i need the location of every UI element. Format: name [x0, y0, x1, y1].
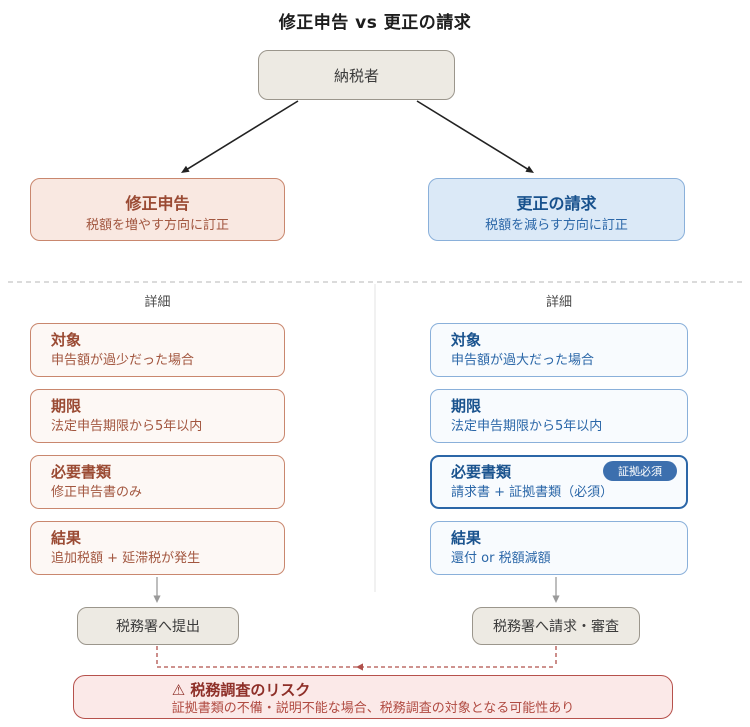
left-submit-label: 税務署へ提出	[116, 619, 200, 635]
arrowhead-left	[181, 165, 190, 173]
left-card-target-body: 申告額が過少だった場合	[51, 353, 195, 368]
arrow-taxpayer-right	[416, 100, 532, 172]
audit-risk-body: 証拠書類の不備・説明不能な場合、税務調査の対象となる可能性あり	[171, 701, 575, 716]
left-card-deadline: 期限 法定申告期限から5年以内	[30, 389, 285, 443]
right-submit-node: 税務署へ請求・審査	[472, 607, 640, 645]
risk-dash-arrowhead	[356, 663, 363, 671]
right-card-target: 対象 申告額が過大だった場合	[430, 323, 688, 377]
page-title: 修正申告 vs 更正の請求	[278, 13, 472, 33]
right-submit-label: 税務署へ請求・審査	[493, 619, 619, 635]
left-card-target: 対象 申告額が過少だった場合	[30, 323, 285, 377]
amended-return-subtitle: 税額を増やす方向に訂正	[85, 217, 229, 233]
taxpayer-label: 納税者	[333, 66, 379, 85]
left-submit-node: 税務署へ提出	[77, 607, 239, 645]
right-card-target-body: 申告額が過大だった場合	[451, 353, 595, 368]
left-card-deadline-body: 法定申告期限から5年以内	[51, 419, 203, 434]
arrow-taxpayer-left	[183, 100, 299, 172]
left-card-result: 結果 追加税額 + 延滞税が発生	[30, 521, 285, 575]
arrowhead-right-submit	[552, 595, 560, 603]
evidence-required-badge: 証拠必須	[603, 461, 677, 481]
right-card-deadline: 期限 法定申告期限から5年以内	[430, 389, 688, 443]
correction-request-subtitle: 税額を減らす方向に訂正	[485, 217, 628, 233]
amended-return-title: 修正申告	[125, 193, 190, 213]
amended-return-node: 修正申告 税額を増やす方向に訂正	[30, 178, 285, 241]
arrowhead-left-submit	[153, 595, 161, 603]
arrowhead-right	[525, 165, 534, 173]
audit-risk-title-text: 税務調査のリスク	[190, 681, 311, 699]
left-card-documents: 必要書類 修正申告書のみ	[30, 455, 285, 509]
right-card-result-body: 還付 or 税額減額	[451, 551, 551, 566]
right-card-deadline-title: 期限	[451, 397, 482, 415]
right-section-label: 詳細	[545, 295, 572, 310]
left-card-target-title: 対象	[51, 331, 82, 349]
right-card-documents: 証拠必須 必要書類 請求書 + 証拠書類（必須）	[430, 455, 688, 509]
left-section-label: 詳細	[144, 295, 171, 310]
warning-icon: ⚠	[171, 681, 186, 699]
right-card-documents-title: 必要書類	[451, 463, 512, 481]
audit-risk-node: ⚠ 税務調査のリスク 証拠書類の不備・説明不能な場合、税務調査の対象となる可能性…	[73, 675, 673, 719]
right-card-result: 結果 還付 or 税額減額	[430, 521, 688, 575]
right-card-documents-body: 請求書 + 証拠書類（必須）	[451, 485, 614, 500]
right-card-deadline-body: 法定申告期限から5年以内	[451, 419, 603, 434]
right-card-target-title: 対象	[451, 331, 482, 349]
left-card-result-title: 結果	[51, 529, 82, 547]
left-card-documents-body: 修正申告書のみ	[51, 485, 143, 500]
left-card-result-body: 追加税額 + 延滞税が発生	[51, 551, 201, 566]
correction-request-node: 更正の請求 税額を減らす方向に訂正	[428, 178, 685, 241]
taxpayer-node: 納税者	[258, 50, 455, 100]
left-card-deadline-title: 期限	[51, 397, 82, 415]
correction-request-title: 更正の請求	[516, 193, 597, 213]
left-card-documents-title: 必要書類	[51, 463, 112, 481]
right-card-result-title: 結果	[451, 529, 482, 547]
audit-risk-title: ⚠ 税務調査のリスク	[172, 680, 575, 700]
